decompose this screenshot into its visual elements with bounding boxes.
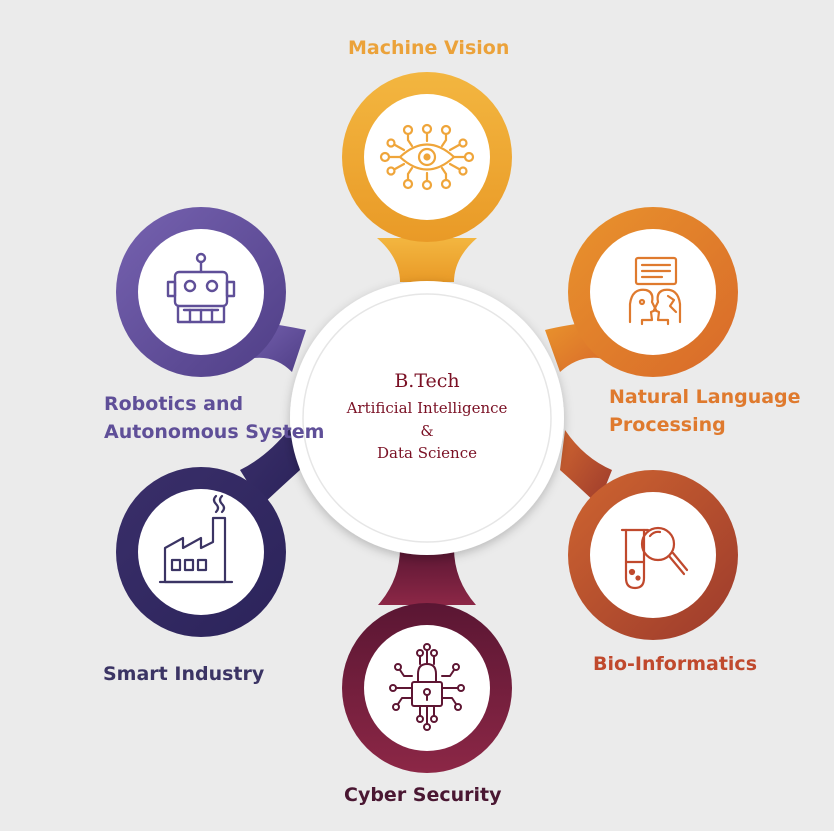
node-robotics — [116, 207, 306, 377]
center-program-line2: Data Science — [377, 444, 477, 462]
label-robotics: Robotics and Autonomous System — [104, 390, 324, 446]
robot-icon — [166, 252, 236, 324]
node-nlp — [545, 207, 738, 377]
padlock-circuit-icon — [389, 643, 465, 731]
label-cyber-security: Cyber Security — [344, 784, 502, 806]
label-nlp: Natural Language Processing — [609, 383, 801, 439]
center-program-line1: Artificial Intelligence — [346, 399, 508, 417]
label-bio-informatics: Bio-Informatics — [593, 653, 758, 675]
node-smart-industry — [116, 428, 300, 637]
label-machine-vision: Machine Vision — [348, 37, 510, 59]
center-hub — [290, 281, 564, 555]
center-ampersand: & — [420, 422, 434, 440]
node-bio-informatics — [560, 430, 738, 640]
label-robotics-line1: Robotics and — [104, 393, 244, 415]
eye-network-icon — [379, 123, 475, 191]
nlp-faces-icon — [628, 256, 682, 326]
test-tube-magnifier-icon — [620, 526, 689, 590]
factory-icon — [158, 494, 234, 584]
label-smart-industry: Smart Industry — [103, 663, 265, 685]
label-nlp-line1: Natural Language — [609, 386, 801, 408]
label-nlp-line2: Processing — [609, 414, 726, 436]
center-degree: B.Tech — [394, 370, 460, 392]
label-robotics-line2: Autonomous System — [104, 421, 325, 443]
